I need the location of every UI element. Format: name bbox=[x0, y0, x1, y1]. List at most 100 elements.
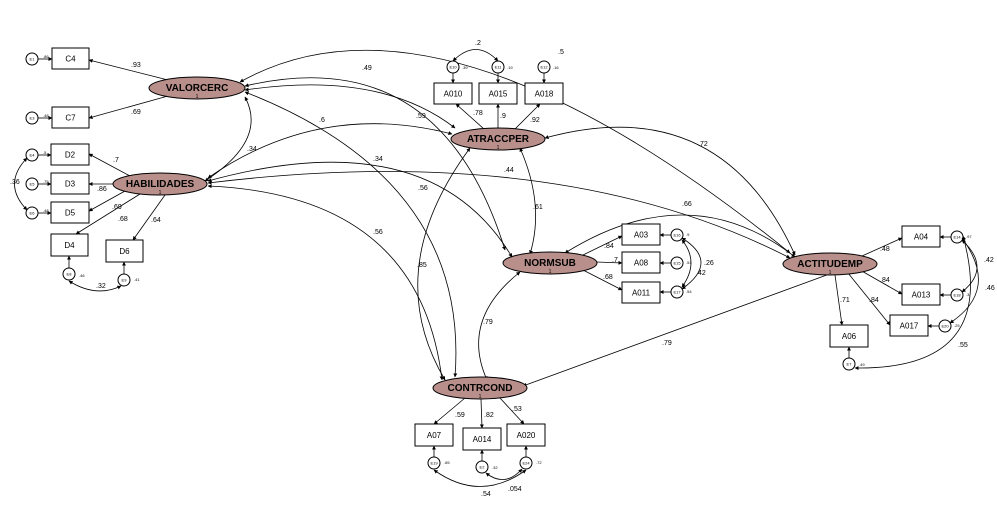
cov-e4-e6 bbox=[14, 157, 28, 211]
error-e6 bbox=[25, 206, 39, 220]
label-hab-atrac: .6 bbox=[319, 117, 325, 124]
indicator-d5-label: D5 bbox=[65, 209, 76, 218]
path-norm-a011 bbox=[582, 269, 623, 291]
error-e1-label: E1 bbox=[30, 57, 36, 62]
loading-d2: .7 bbox=[113, 157, 119, 164]
loading-a018: .92 bbox=[530, 117, 540, 124]
label-hab-actit: .44 bbox=[504, 167, 514, 174]
indicator-a04-label: A04 bbox=[914, 233, 929, 242]
cov-e14-e20 bbox=[949, 237, 979, 324]
path-actit-a06 bbox=[834, 274, 844, 326]
latent-habilidades-variance: 1 bbox=[159, 190, 162, 196]
error-e16 bbox=[670, 228, 684, 242]
label-e8-e9: .32 bbox=[96, 283, 106, 290]
cov-e14-e7 bbox=[854, 235, 971, 371]
error-e17 bbox=[670, 285, 684, 299]
latent-habilidades-label: HABILIDADES bbox=[126, 179, 195, 190]
path-valorcerc-c4 bbox=[88, 58, 169, 81]
cov-valorcerc-contrcond bbox=[244, 91, 458, 378]
indicator-a07-label: A07 bbox=[427, 431, 442, 440]
cov-e10-e11 bbox=[452, 49, 499, 62]
indicator-d2-label: D2 bbox=[65, 151, 76, 160]
error-e8 bbox=[62, 267, 76, 281]
latent-actitudemp-variance: 1 bbox=[829, 270, 832, 276]
label-norm-actit: .66 bbox=[682, 201, 692, 208]
latent-atraccper bbox=[450, 127, 546, 151]
latent-covariances bbox=[204, 49, 836, 387]
error-e1 bbox=[25, 52, 39, 66]
label-valor-hab: .34 bbox=[247, 146, 257, 153]
error-e17-label: E17 bbox=[673, 290, 681, 295]
path-hab-d5 bbox=[88, 190, 126, 212]
path-atrac-a010 bbox=[455, 103, 485, 130]
loading-d4: .68 bbox=[118, 216, 128, 223]
latent-normsub bbox=[502, 251, 598, 275]
cov-habilidades-actitudemp bbox=[207, 171, 791, 259]
loading-a013: .84 bbox=[880, 277, 890, 284]
r2-d5: .48 bbox=[43, 208, 49, 213]
error-e8-label: E8 bbox=[67, 272, 73, 277]
cov-actitudemp-contrcond bbox=[522, 271, 836, 387]
r2-a010: .39 bbox=[462, 65, 468, 70]
label-e4-e6: .36 bbox=[10, 179, 20, 186]
error-e16-label: E16 bbox=[673, 233, 681, 238]
indicator-d6-label: D6 bbox=[119, 247, 130, 256]
latent-valorcerc-variance: 1 bbox=[196, 94, 199, 100]
loading-a017: .84 bbox=[869, 297, 879, 304]
loading-c4: .93 bbox=[131, 62, 141, 69]
path-hab-d2 bbox=[88, 153, 131, 177]
label-valor-atrac: .59 bbox=[416, 113, 426, 120]
r2-a018: .16 bbox=[553, 65, 559, 70]
label-norm-contr: .79 bbox=[483, 319, 493, 326]
valorcerc-block: .93 .69 C4 C7 E1 .86 E3 .48 VALORCERC 1 bbox=[25, 47, 246, 129]
error-e18-label: E18 bbox=[953, 293, 961, 298]
indicator-c7-label: C7 bbox=[65, 114, 76, 123]
loading-a020: .53 bbox=[512, 406, 522, 413]
latent-valorcerc-label: VALORCERC bbox=[166, 83, 229, 94]
indicator-d4-label: D4 bbox=[64, 241, 75, 250]
cov-habilidades-atraccper bbox=[207, 123, 453, 179]
latent-contrcond bbox=[432, 376, 528, 400]
cov-atraccper-actitudemp bbox=[544, 126, 796, 256]
error-e15-label: E15 bbox=[673, 261, 681, 266]
loading-a014: .82 bbox=[484, 412, 494, 419]
indicator-a06-label: A06 bbox=[842, 332, 857, 341]
latent-normsub-variance: 1 bbox=[549, 269, 552, 275]
cov-e16-e17-outer bbox=[681, 237, 702, 290]
path-norm-a08 bbox=[596, 260, 623, 265]
error-e10-label: E10 bbox=[449, 65, 457, 70]
error-e5-label: E5 bbox=[30, 182, 36, 187]
latent-valorcerc bbox=[148, 76, 246, 100]
loading-d5: .69 bbox=[112, 204, 122, 211]
label-actit-contr: .79 bbox=[662, 340, 672, 347]
r2-a07: .65 bbox=[444, 460, 450, 465]
path-contr-a07 bbox=[433, 397, 466, 425]
error-e24 bbox=[519, 456, 533, 470]
error-e24-label: E24 bbox=[522, 461, 530, 466]
loading-d3: .86 bbox=[97, 186, 107, 193]
error-e9-label: E9 bbox=[122, 278, 128, 283]
cov-e2-e24 bbox=[485, 468, 523, 480]
label-e19-e24: .54 bbox=[481, 491, 491, 498]
actitudemp-block: .48 .84 .84 .71 A04 A013 A017 A06 E14 .9… bbox=[782, 225, 995, 371]
label-e14-e20: .46 bbox=[985, 285, 995, 292]
latent-atraccper-label: ATRACCPER bbox=[467, 134, 530, 145]
indicator-a020-label: A020 bbox=[517, 431, 536, 440]
loading-a06: .71 bbox=[840, 297, 850, 304]
loading-c7: .69 bbox=[131, 109, 141, 116]
latent-atraccper-variance: 1 bbox=[497, 145, 500, 151]
error-e11-label: E11 bbox=[495, 65, 503, 70]
indicator-a011-label: A011 bbox=[632, 289, 651, 298]
latent-habilidades bbox=[112, 172, 208, 196]
label-atrac-norm: .61 bbox=[533, 204, 543, 211]
error-e12-label: E12 bbox=[540, 65, 548, 70]
cov-valorcerc-atraccper bbox=[244, 84, 456, 129]
label-e14-e18: .42 bbox=[984, 257, 994, 264]
r2-a04: .97 bbox=[966, 234, 972, 239]
atraccper-block: .78 .9 .92 A010 A015 A018 E10 .39 E11 .1… bbox=[433, 40, 564, 151]
r2-a020: .72 bbox=[536, 460, 542, 465]
r2-a03: .9 bbox=[686, 232, 690, 237]
r2-a015: .19 bbox=[507, 65, 513, 70]
error-e2-label: E2 bbox=[480, 465, 486, 470]
